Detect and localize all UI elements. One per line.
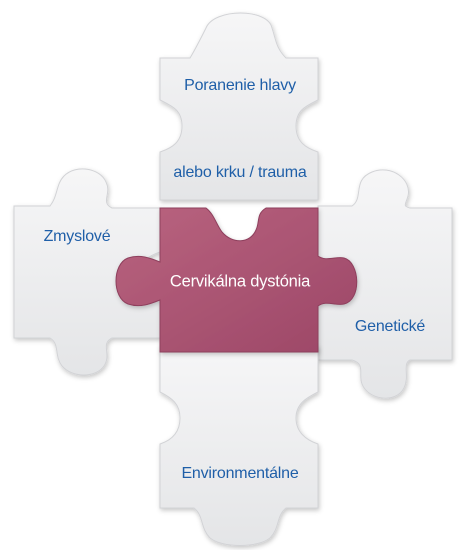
right-piece-label: Genetické — [354, 318, 426, 335]
top-piece-label-line2: alebo krku / trauma — [173, 164, 307, 181]
bottom-piece-label: Environmentálne — [181, 465, 299, 482]
top-puzzle-piece — [159, 12, 319, 201]
left-piece-label: Zmyslové — [43, 228, 111, 245]
center-piece-label: Cervikálna dystónia — [169, 272, 311, 291]
bottom-puzzle-piece — [159, 345, 319, 546]
top-piece-label-line1: Poranenie hlavy — [184, 77, 296, 94]
center-puzzle-piece — [115, 207, 358, 353]
